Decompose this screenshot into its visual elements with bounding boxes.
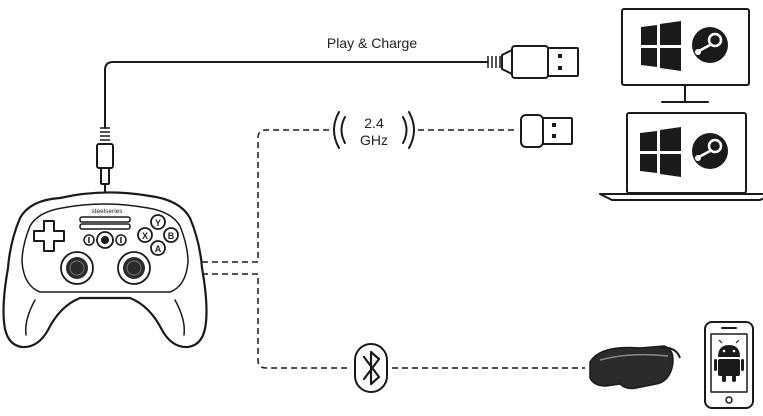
wired-label: Play & Charge	[327, 35, 417, 51]
button-a-label: A	[155, 244, 162, 254]
left-thumbstick	[60, 251, 94, 285]
button-b-label: B	[168, 231, 175, 241]
right-thumbstick	[117, 251, 151, 285]
windows-logo-icon	[640, 127, 681, 177]
wireless-signal-icon	[333, 111, 415, 149]
bluetooth-icon	[354, 343, 388, 393]
face-buttons: Y X B A	[137, 214, 179, 256]
wireless-band-label: 2.4	[364, 115, 384, 131]
steam-logo-icon	[692, 27, 728, 63]
android-logo-icon	[714, 339, 744, 382]
button-y-label: Y	[155, 218, 161, 228]
usb-dongle-icon	[520, 114, 573, 148]
smartphone-icon	[704, 321, 754, 409]
game-controller: Y X B A steelseries	[2, 191, 208, 349]
usb-cable	[96, 61, 489, 193]
brand-logo: steelseries	[91, 208, 123, 215]
wireless-unit-label: GHz	[360, 132, 388, 148]
vr-headset-icon	[589, 345, 681, 390]
laptop-icon	[599, 112, 763, 201]
steam-logo-icon	[692, 133, 728, 169]
desktop-monitor-icon	[621, 8, 750, 103]
usb-plug-icon	[487, 45, 579, 79]
windows-logo-icon	[641, 21, 681, 71]
wireless-paths	[202, 129, 585, 369]
dpad	[33, 220, 65, 252]
button-x-label: X	[142, 231, 148, 241]
